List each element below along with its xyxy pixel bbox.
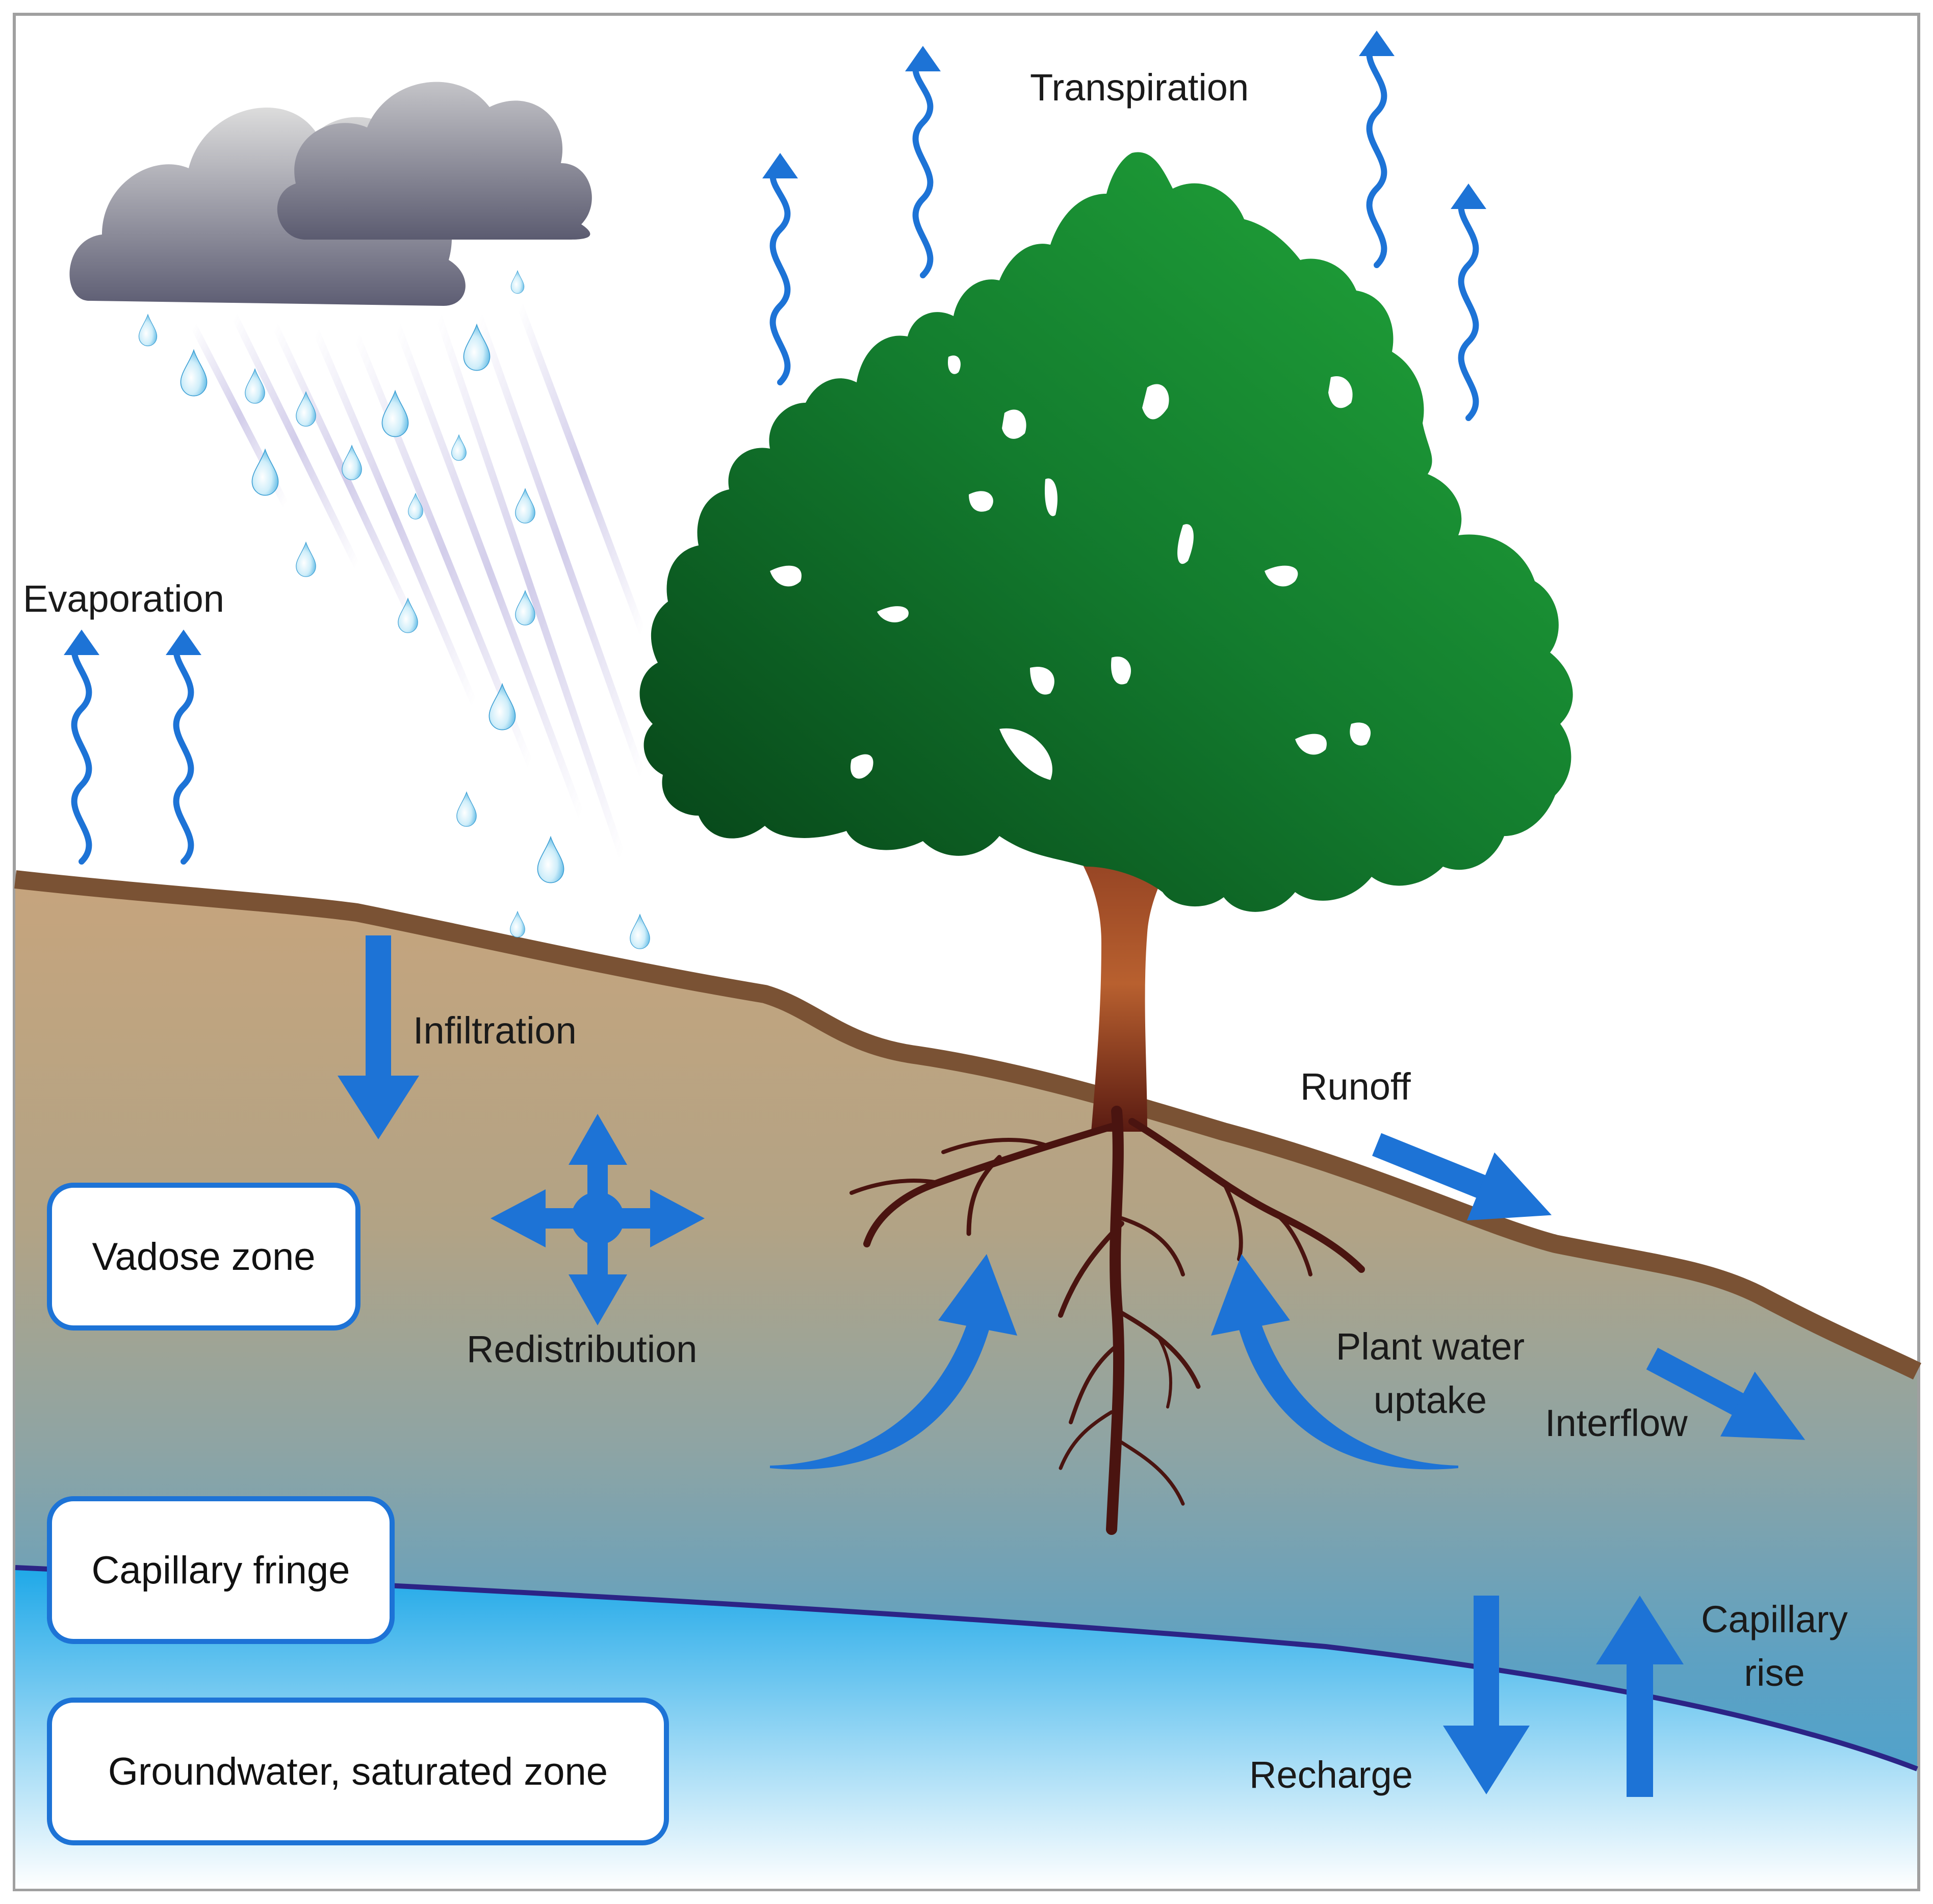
- groundwater-label: Groundwater, saturated zone: [108, 1750, 608, 1793]
- tree-trunk: [1066, 836, 1183, 1132]
- redistribution-label: Redistribution: [467, 1328, 698, 1370]
- capillary-rise-arrow: [1596, 1596, 1684, 1797]
- recharge-arrow: [1443, 1596, 1530, 1794]
- capillary-rise-label-line2: rise: [1744, 1652, 1805, 1694]
- capillary-fringe-box: Capillary fringe: [47, 1496, 395, 1644]
- runoff-label: Runoff: [1300, 1065, 1411, 1108]
- interflow-arrow: [1646, 1347, 1806, 1440]
- runoff-arrow: [1372, 1133, 1552, 1221]
- ground-surface-line: [14, 870, 1922, 1380]
- plant-uptake-arrow-right: [1211, 1254, 1458, 1470]
- groundwater-box: Groundwater, saturated zone: [47, 1698, 669, 1845]
- recharge-label: Recharge: [1249, 1754, 1413, 1796]
- capillary-fringe-label: Capillary fringe: [91, 1548, 350, 1592]
- interflow-label: Interflow: [1545, 1402, 1688, 1444]
- redistribution-arrows: [491, 1114, 705, 1325]
- tree-roots: [849, 1106, 1365, 1535]
- infiltration-label: Infiltration: [413, 1009, 577, 1052]
- wavy-arrow-heads: [64, 31, 1486, 655]
- plant-water-uptake-label-line2: uptake: [1373, 1379, 1487, 1421]
- infiltration-arrow: [338, 935, 419, 1139]
- transpiration-label: Transpiration: [1030, 66, 1249, 109]
- vadose-zone-label: Vadose zone: [92, 1235, 316, 1279]
- plant-water-uptake-label-line1: Plant water: [1335, 1325, 1525, 1368]
- capillary-rise-label-line1: Capillary: [1701, 1598, 1848, 1640]
- plant-uptake-arrow-left: [770, 1254, 1017, 1470]
- vadose-zone-box: Vadose zone: [47, 1183, 360, 1331]
- cloud-icon: [69, 82, 592, 306]
- evaporation-label: Evaporation: [23, 578, 224, 620]
- tree-icon: [639, 152, 1573, 912]
- wavy-arrow-icon-group: [71, 38, 1479, 865]
